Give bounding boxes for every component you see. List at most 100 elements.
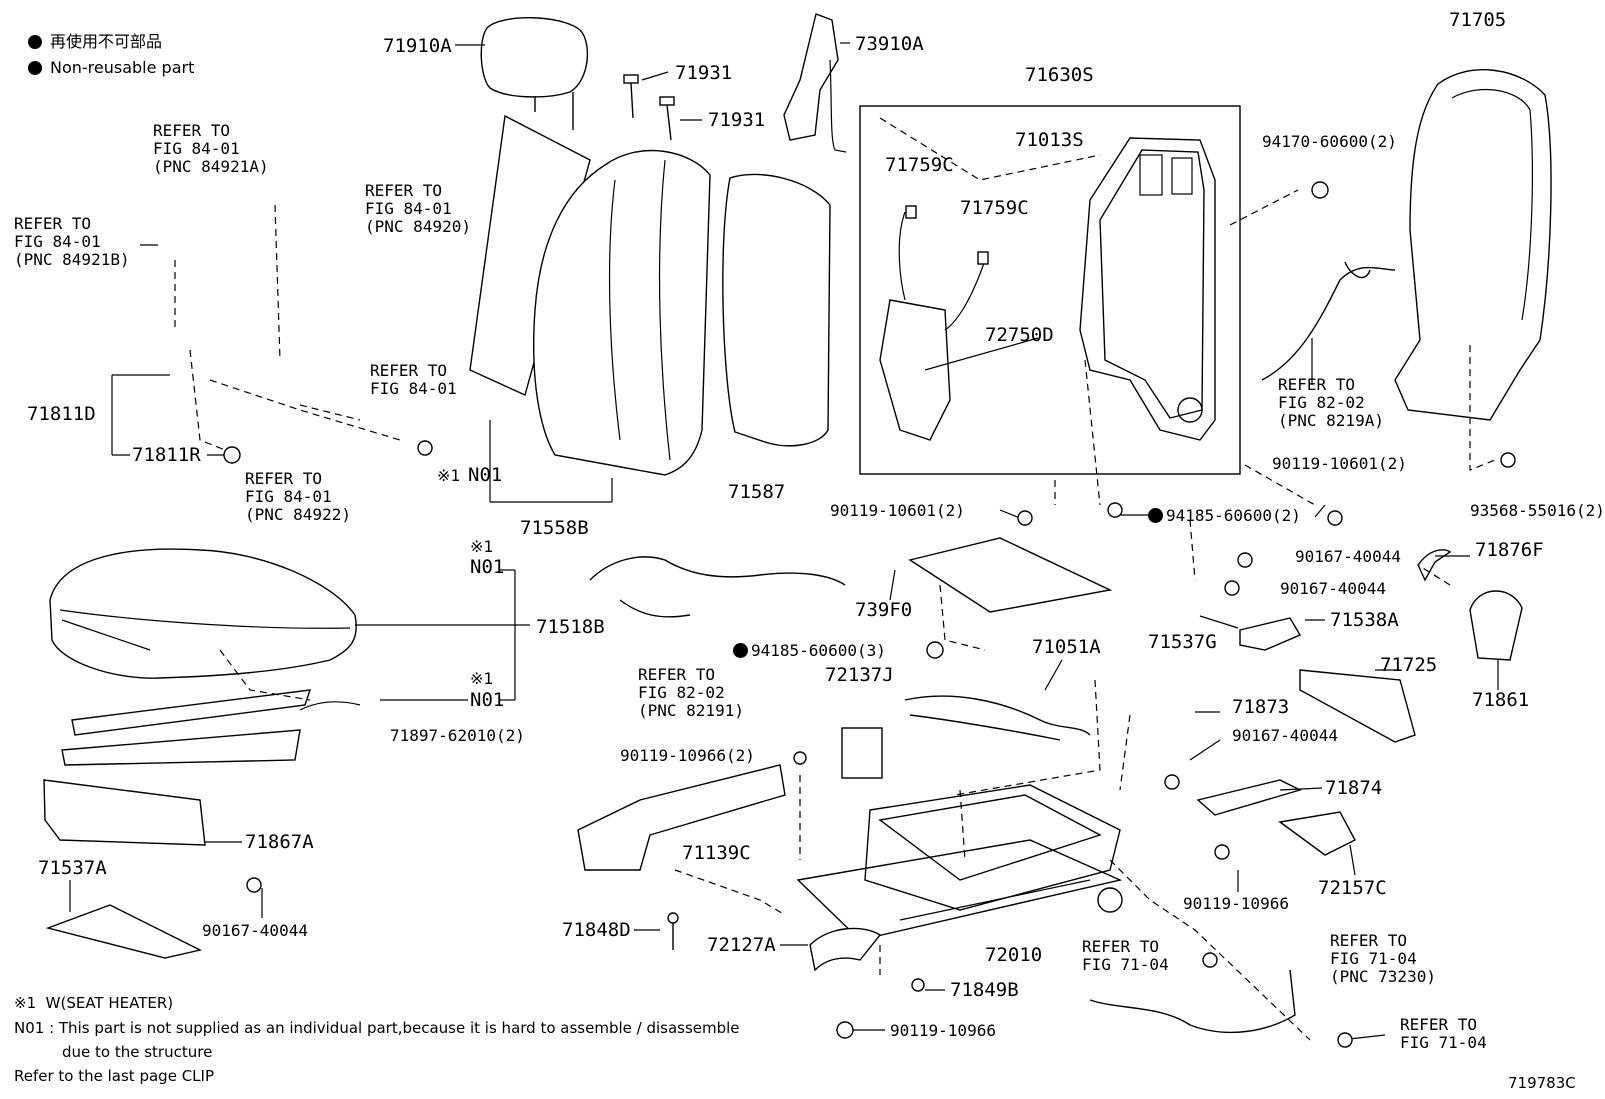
part-label-71874[interactable]: 71874 (1325, 777, 1383, 799)
part-label-71630S[interactable]: 71630S (1025, 64, 1094, 86)
harness-82191-drawing (589, 556, 846, 618)
part-label-90119-10966[interactable]: 90119-10966 (1183, 894, 1289, 913)
part-label-90119-10966[interactable]: 90119-10966(2) (620, 746, 755, 765)
heater-marker: ※1 (470, 669, 494, 688)
refer-fig-82-02-8219A[interactable]: REFER TO FIG 82-02 (PNC 8219A) (1278, 375, 1384, 430)
adjuster-72137J-drawing (841, 727, 883, 779)
plate-71537A-drawing (45, 904, 203, 959)
bracket-71538A-drawing (1239, 617, 1302, 651)
part-label-71759C[interactable]: 71759C (960, 197, 1029, 219)
part-label-N01[interactable]: N01 (470, 556, 505, 578)
part-label-71861[interactable]: 71861 (1472, 689, 1530, 711)
part-label-71811R[interactable]: 71811R (132, 444, 201, 466)
part-label-71759C[interactable]: 71759C (885, 154, 954, 176)
part-label-71558B[interactable]: 71558B (520, 517, 589, 539)
part-label-71518B[interactable]: 71518B (536, 616, 605, 638)
bracket-71874-drawing (1196, 779, 1302, 816)
non-reusable-dot-icon (733, 643, 748, 658)
seat-track-72010-drawing (796, 784, 1123, 941)
heater-marker: ※1 (470, 537, 494, 556)
part-label-71849B[interactable]: 71849B (950, 979, 1019, 1001)
refer-fig-84-01-84921B[interactable]: REFER TO FIG 84-01 (PNC 84921B) (14, 214, 130, 269)
refer-fig-84-01[interactable]: REFER TO FIG 84-01 (370, 361, 457, 398)
part-label-71931[interactable]: 71931 (708, 109, 766, 131)
part-label-90119-10601[interactable]: 90119-10601(2) (830, 501, 965, 520)
seatback-board-71705-drawing (1394, 69, 1552, 421)
seat-heater-drawing (43, 689, 361, 846)
part-label-71873[interactable]: 71873 (1232, 696, 1290, 718)
heater-marker: ※1 (437, 466, 461, 485)
part-label-71013S[interactable]: 71013S (1015, 129, 1084, 151)
part-label-N01[interactable]: N01 (468, 464, 503, 486)
part-label-90119-10601[interactable]: 90119-10601(2) (1272, 454, 1407, 473)
seatback-pad-71587-drawing (722, 173, 831, 447)
part-label-90167-40044[interactable]: 90167-40044 (1295, 547, 1401, 566)
assembly-dash-lines (174, 117, 1496, 1041)
part-label-71538A[interactable]: 71538A (1330, 609, 1399, 631)
part-label-71897-62010[interactable]: 71897-62010(2) (390, 726, 525, 745)
part-label-90167-40044[interactable]: 90167-40044 (202, 921, 308, 940)
part-label-71051A[interactable]: 71051A (1032, 636, 1101, 658)
cover-71139C-drawing (577, 764, 786, 871)
non-reusable-dot-icon (28, 35, 42, 49)
part-label-73910A[interactable]: 73910A (855, 33, 924, 55)
cover-71876F-drawing (1417, 549, 1452, 582)
headrest-drawing (480, 17, 589, 130)
part-label-71587[interactable]: 71587 (728, 481, 786, 503)
refer-fig-71-04-73230[interactable]: REFER TO FIG 71-04 (PNC 73230) (1330, 931, 1436, 986)
refer-fig-71-04[interactable]: REFER TO FIG 71-04 (1400, 1015, 1487, 1052)
refer-fig-84-01-84920[interactable]: REFER TO FIG 84-01 (PNC 84920) (365, 181, 471, 236)
part-label-71867A[interactable]: 71867A (245, 831, 314, 853)
part-label-N01[interactable]: N01 (470, 689, 505, 711)
refer-fig-84-01-84922[interactable]: REFER TO FIG 84-01 (PNC 84922) (245, 469, 351, 524)
figure-id: 719783C (1508, 1074, 1576, 1092)
leader-lines (69, 42, 1499, 1041)
seatback-frame-drawing (1079, 137, 1216, 441)
part-label-72137J[interactable]: 72137J (825, 664, 894, 686)
harness-8219A-drawing (1261, 261, 1396, 381)
part-label-71910A[interactable]: 71910A (383, 35, 452, 57)
note-n01: N01 : This part is not supplied as an in… (14, 1019, 740, 1037)
part-label-71705[interactable]: 71705 (1449, 9, 1507, 31)
part-label-71537A[interactable]: 71537A (38, 857, 107, 879)
part-label-71848D[interactable]: 71848D (562, 919, 631, 941)
part-label-94185-60600[interactable]: 94185-60600(3) (733, 642, 886, 660)
refer-fig-71-04[interactable]: REFER TO FIG 71-04 (1082, 937, 1169, 974)
fasteners (223, 181, 1516, 1048)
part-label-93568-55016[interactable]: 93568-55016(2) (1470, 501, 1605, 520)
part-label-90167-40044[interactable]: 90167-40044 (1280, 579, 1386, 598)
part-label-71876F[interactable]: 71876F (1475, 539, 1544, 561)
pin-71931-drawing (623, 74, 675, 141)
note-seat-heater: ※1 W(SEAT HEATER) (14, 994, 174, 1012)
note-n01-cont: due to the structure (62, 1043, 213, 1061)
part-label-72157C[interactable]: 72157C (1318, 877, 1387, 899)
legend-jp: 再使用不可部品 (28, 32, 162, 52)
part-label-94170-60600[interactable]: 94170-60600(2) (1262, 132, 1397, 151)
part-label-739F0[interactable]: 739F0 (855, 599, 913, 621)
part-label-71139C[interactable]: 71139C (682, 842, 751, 864)
refer-fig-84-01-84921A[interactable]: REFER TO FIG 84-01 (PNC 84921A) (153, 121, 269, 176)
part-label-72750D[interactable]: 72750D (985, 324, 1054, 346)
seatback-pad-drawing (469, 114, 591, 396)
pad-739F0-drawing (908, 537, 1113, 613)
trim-73910A-drawing (783, 13, 839, 141)
part-label-90119-10966[interactable]: 90119-10966 (890, 1021, 996, 1040)
part-label-90167-40044[interactable]: 90167-40044 (1232, 726, 1338, 745)
knob-71861-drawing (1469, 590, 1523, 661)
part-label-72127A[interactable]: 72127A (707, 934, 776, 956)
cable-73230-drawing (1089, 969, 1296, 1034)
lumbar-72750D-drawing (879, 205, 989, 441)
part-label-71931[interactable]: 71931 (675, 62, 733, 84)
part-label-71537G[interactable]: 71537G (1148, 631, 1217, 653)
part-label-72010[interactable]: 72010 (985, 944, 1043, 966)
part-label-94185-60600[interactable]: 94185-60600(2) (1148, 507, 1301, 525)
part-label-71725[interactable]: 71725 (1380, 654, 1438, 676)
frame-group-box (859, 105, 1241, 475)
seatback-cover-drawing (533, 149, 711, 476)
refer-fig-82-02-82191[interactable]: REFER TO FIG 82-02 (PNC 82191) (638, 665, 744, 720)
part-label-71811D[interactable]: 71811D (27, 403, 96, 425)
non-reusable-dot-icon (28, 61, 42, 75)
panel-71725-drawing (1299, 669, 1416, 743)
spring-71051A-drawing (904, 695, 1091, 741)
